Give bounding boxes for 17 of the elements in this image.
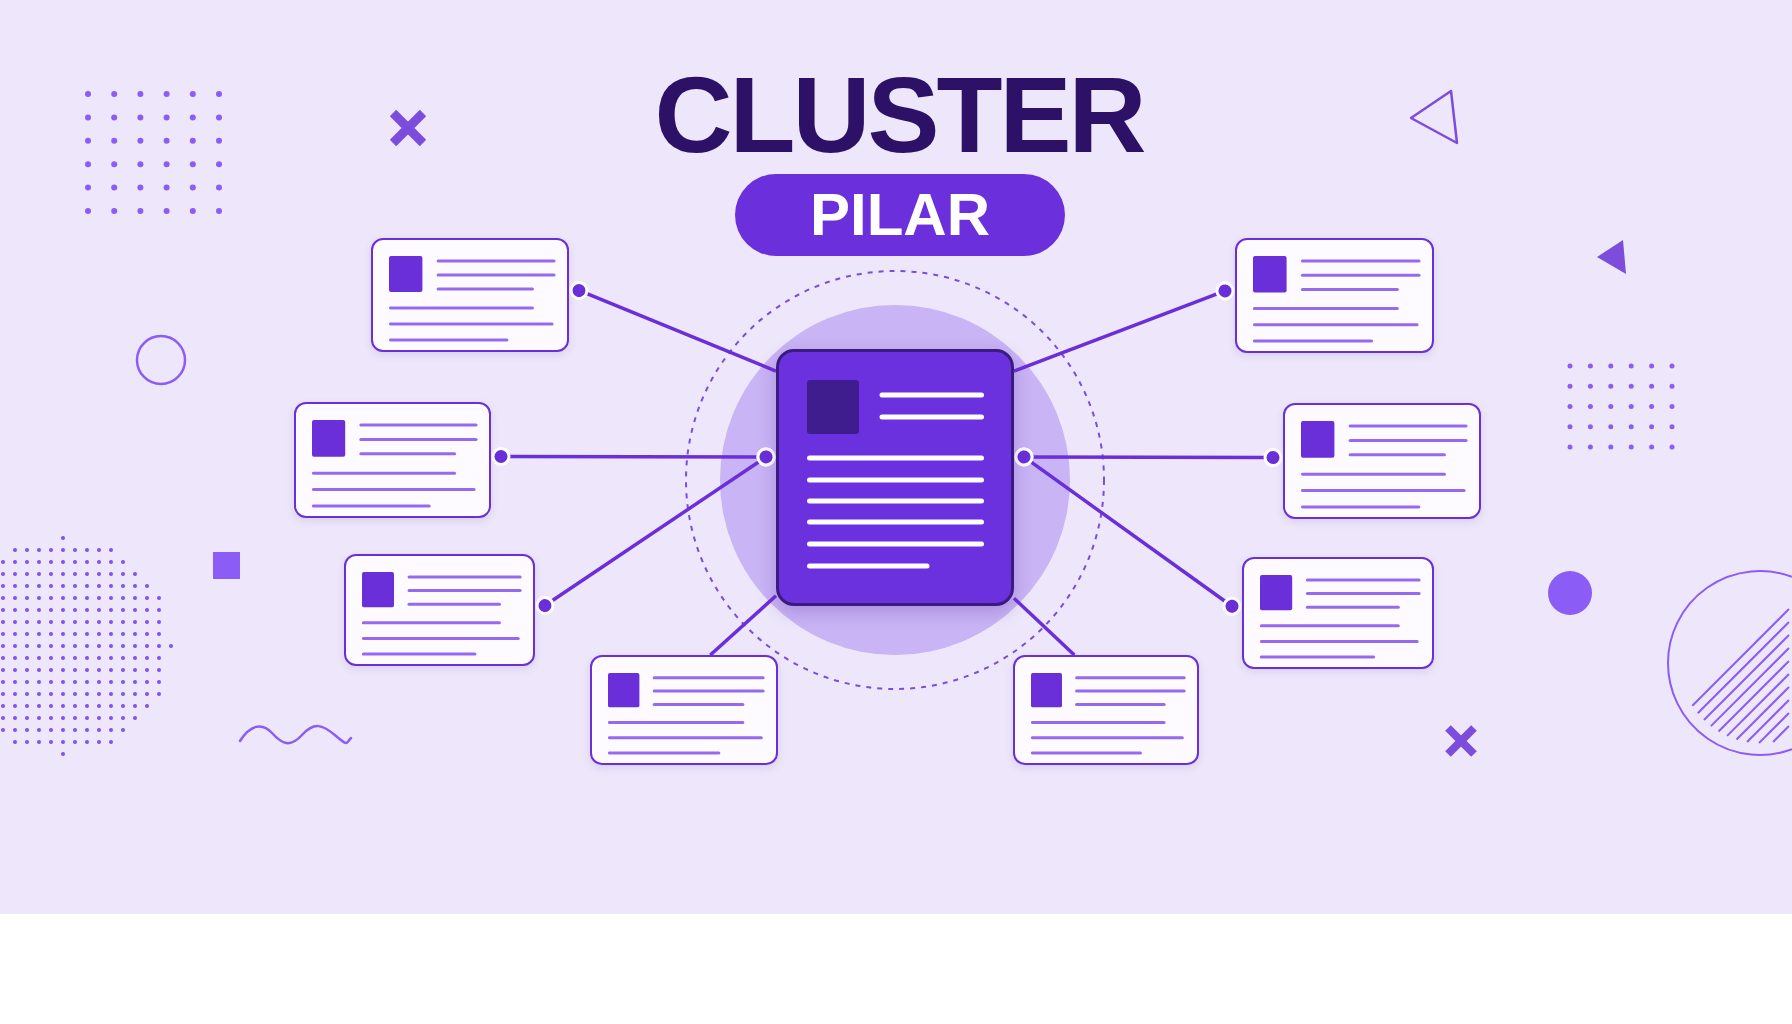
article-card [1242, 557, 1434, 669]
article-card [344, 554, 535, 666]
article-card [590, 655, 778, 765]
connector-line [1013, 281, 1235, 373]
article-card [371, 238, 569, 352]
connector-line [709, 594, 778, 657]
article-card [294, 402, 491, 518]
connector-line [1012, 597, 1076, 657]
article-card [1283, 403, 1481, 519]
main-document-card [776, 349, 1014, 606]
article-card [1013, 655, 1199, 765]
title: CLUSTER [654, 61, 1144, 169]
pill-text: PILAR [810, 185, 990, 245]
connector-line [535, 447, 776, 615]
article-card [1235, 238, 1434, 353]
connector-line [1014, 447, 1242, 616]
connector-line [569, 280, 777, 373]
